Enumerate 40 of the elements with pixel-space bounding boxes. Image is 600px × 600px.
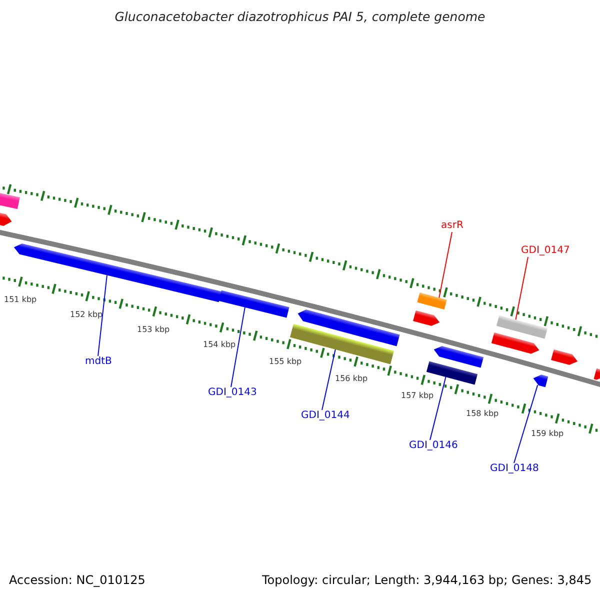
gene-block: [426, 361, 478, 385]
gene-block: [594, 368, 600, 380]
gene-label: GDI_0147: [521, 245, 570, 256]
leader-line: [430, 376, 446, 440]
scale-label: 159 kbp: [531, 429, 564, 438]
gene-block: [491, 332, 540, 354]
scale-label: 153 kbp: [137, 325, 170, 334]
leader-line: [98, 274, 108, 356]
scale-label: 158 kbp: [466, 409, 499, 418]
gene-label: GDI_0143: [208, 387, 257, 398]
leader-line: [438, 232, 452, 298]
leader-line: [515, 256, 528, 320]
gene-block: [298, 310, 400, 346]
accession-text: Accession: NC_010125: [9, 574, 146, 588]
gene-block: [218, 290, 290, 318]
gene-block: [0, 210, 12, 226]
leader-line: [230, 306, 246, 388]
scale-label: 151 kbp: [4, 295, 37, 304]
leader-line: [514, 384, 538, 464]
gene-block: [417, 292, 447, 310]
gene-block: [434, 346, 484, 368]
gene-block: [0, 191, 20, 209]
genome-summary: Topology: circular; Length: 3,944,163 bp; Genes: 3,845: [262, 574, 592, 588]
gene-block: [496, 315, 548, 339]
scale-label: 156 kbp: [335, 374, 368, 384]
scale-label: 157 kbp: [401, 391, 434, 400]
gene-label: GDI_0146: [409, 440, 458, 452]
gene-label: asrR: [441, 220, 464, 232]
scale-label: 152 kbp: [70, 310, 103, 320]
gene-block: [413, 310, 440, 326]
title: Gluconacetobacter diazotrophicus PAI 5, complete genome: [114, 10, 486, 24]
gene-label: GDI_0144: [301, 410, 350, 422]
scale-label: 154 kbp: [203, 340, 236, 350]
gene-block: [290, 324, 394, 364]
gene-label: GDI_0148: [490, 463, 539, 474]
scale-label: 155 kbp: [269, 357, 302, 366]
gene-block: [533, 374, 548, 388]
leader-line: [322, 348, 336, 410]
gene-label: mdtB: [85, 356, 112, 368]
gene-block: [551, 349, 578, 365]
